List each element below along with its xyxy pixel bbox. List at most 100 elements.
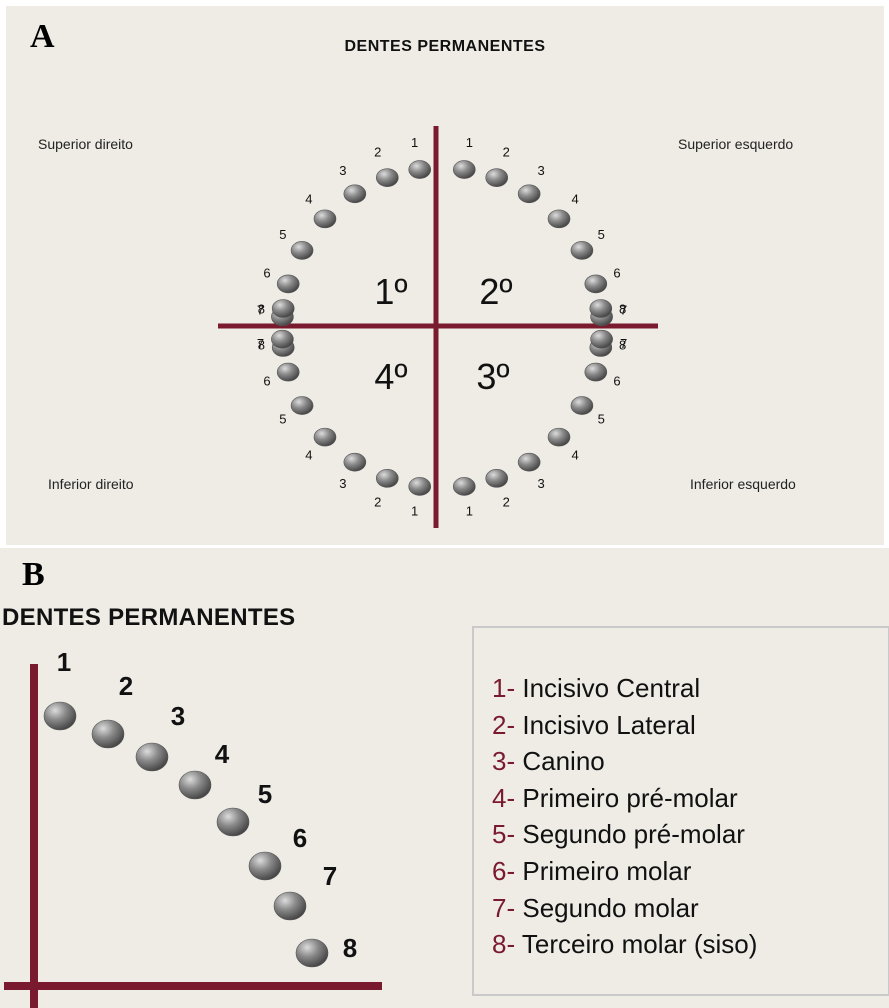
label-lower-right: Inferior direito [48,476,134,492]
tooth-icon [248,851,282,881]
tooth-number-label: 2 [503,494,510,509]
legend-tooth-name: Segundo pré-molar [522,819,745,850]
tooth-number-label: 3 [538,476,545,491]
tooth-icon [547,209,571,229]
tooth-number-label: 3 [339,163,346,178]
tooth-icon [485,469,509,488]
tooth-icon [584,274,608,294]
panel-a-letter: A [30,18,55,55]
legend-item: 7- Segundo molar [492,890,757,927]
legend-item: 8- Terceiro molar (siso) [492,926,757,963]
tooth-number-label: 4 [215,739,230,769]
legend-tooth-name: Canino [522,746,605,777]
legend-tooth-name: Primeiro pré-molar [522,782,738,813]
tooth-icon [375,469,399,488]
legend-item: 4- Primeiro pré-molar [492,780,757,817]
tooth-number-label: 5 [598,412,605,427]
legend-list: 1- Incisivo Central 2- Incisivo Lateral … [492,670,757,963]
tooth-number-label: 1 [57,647,71,677]
tooth-icon [216,807,250,837]
tooth-number-label: 6 [293,823,307,853]
tooth-number-label: 8 [258,301,265,316]
tooth-number-label: 3 [171,701,185,731]
tooth-number-label: 8 [619,338,626,353]
tooth-icon [178,770,212,800]
legend-tooth-name: Segundo molar [522,892,699,923]
legend-box: 1- Incisivo Central 2- Incisivo Lateral … [472,626,889,996]
label-lower-left: Inferior esquerdo [690,476,796,492]
tooth-number-label: 2 [503,144,510,159]
tooth-icon [91,719,125,749]
quadrant-number-2: 2º [479,271,512,312]
legend-item: 6- Primeiro molar [492,853,757,890]
panel-a-title: DENTES PERMANENTES [344,38,546,55]
tooth-icon [343,184,367,204]
label-upper-right: Superior direito [38,136,133,152]
tooth-icon [313,427,337,447]
legend-number: 1- [492,673,516,703]
tooth-icon [452,160,476,179]
tooth-number-label: 8 [258,338,265,353]
tooth-icon [313,209,337,229]
legend-number: 4- [492,782,516,813]
legend-item: 3- Canino [492,743,757,780]
tooth-icon [43,701,77,731]
tooth-icon [135,742,169,772]
tooth-icon [517,452,541,472]
tooth-number-label: 4 [571,448,578,463]
legend-item: 2- Incisivo Lateral [492,707,757,744]
tooth-icon [343,452,367,472]
tooth-number-label: 5 [279,227,286,242]
tooth-number-label: 6 [613,374,620,389]
tooth-number-label: 6 [263,374,270,389]
legend-tooth-name: Incisivo Central [522,673,701,703]
tooth-number-label: 3 [538,163,545,178]
legend-tooth-name: Primeiro molar [522,855,692,886]
tooth-number-label: 7 [620,336,627,351]
legend-item: 1- Incisivo Central [492,670,757,707]
tooth-icon [589,299,613,318]
tooth-number-label: 1 [466,504,473,519]
tooth-number-label: 3 [339,476,346,491]
tooth-number-label: 7 [620,303,627,318]
tooth-icon [408,160,432,179]
tooth-number-label: 4 [305,191,312,206]
panel-a: A DENTES PERMANENTES Superior direito Su… [6,6,884,545]
panel-b-title: DENTES PERMANENTES [2,604,296,631]
tooth-icon [276,274,300,294]
tooth-icon [570,396,594,415]
tooth-icon [295,938,329,968]
tooth-number-label: 5 [279,412,286,427]
tooth-number-label: 7 [323,861,337,891]
legend-number: 7- [492,892,516,923]
tooth-icon [290,396,314,415]
tooth-icon [584,362,608,382]
label-upper-left: Superior esquerdo [678,136,794,152]
tooth-icon [408,477,432,496]
tooth-icon [271,299,295,318]
legend-number: 8- [492,929,516,960]
tooth-number-label: 7 [257,303,264,318]
tooth-icon [547,427,571,447]
tooth-number-label: 2 [374,144,381,159]
panel-b-letter: B [22,556,45,593]
tooth-number-label: 7 [257,336,264,351]
tooth-icon [590,329,613,349]
tooth-number-label: 8 [343,933,357,963]
tooth-number-label: 2 [119,671,133,701]
tooth-icon [276,362,300,382]
legend-tooth-name: Incisivo Lateral [522,709,696,740]
tooth-number-label: 6 [263,265,270,280]
legend-number: 2- [492,709,516,740]
tooth-icon [273,891,307,921]
tooth-number-label: 8 [619,301,626,316]
tooth-number-label: 1 [411,135,418,150]
quadrant-number-4: 4º [374,356,407,397]
tooth-icon [271,329,294,349]
tooth-number-label: 4 [571,191,578,206]
tooth-number-label: 2 [374,494,381,509]
tooth-number-label: 1 [411,504,418,519]
